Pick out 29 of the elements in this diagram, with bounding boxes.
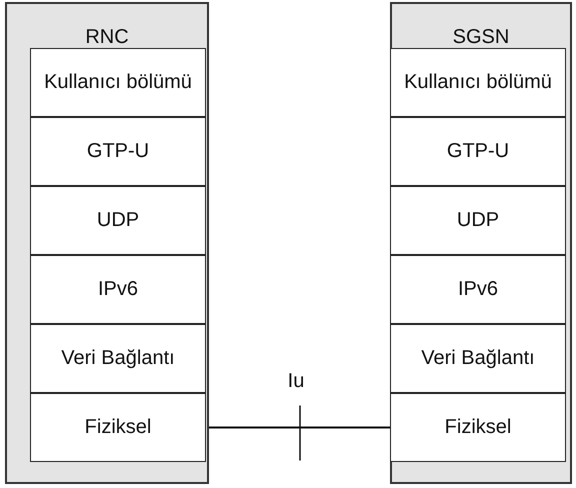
protocol-layer-box — [30, 393, 206, 462]
layer-label: Kullanıcı bölümü — [403, 72, 553, 93]
edge-label: Iu — [288, 370, 304, 392]
node-title: SGSN — [452, 26, 510, 49]
protocol-layer-box — [30, 186, 206, 255]
layer-label: Fiziksel — [84, 417, 152, 438]
layer-label: IPv6 — [456, 279, 500, 300]
layer-label: IPv6 — [96, 279, 140, 300]
protocol-layer-box — [390, 393, 566, 462]
layer-label: GTP-U — [86, 141, 150, 162]
protocol-layer-box — [390, 48, 566, 117]
layer-label: UDP — [456, 210, 500, 231]
layer-label: GTP-U — [446, 141, 510, 162]
layer-label: Veri Bağlantı — [60, 348, 176, 369]
protocol-layer-box — [30, 255, 206, 324]
layer-label: Veri Bağlantı — [420, 348, 536, 369]
layer-label: UDP — [96, 210, 140, 231]
layer-label: Fiziksel — [444, 417, 512, 438]
network-element-box — [390, 2, 572, 484]
protocol-layer-box — [390, 186, 566, 255]
protocol-layer-box — [30, 324, 206, 393]
layer-label: Kullanıcı bölümü — [43, 72, 193, 93]
protocol-layer-box — [390, 117, 566, 186]
protocol-layer-box — [390, 324, 566, 393]
node-title: RNC — [84, 26, 130, 49]
protocol-layer-box — [30, 117, 206, 186]
protocol-layer-box — [30, 48, 206, 117]
protocol-layer-box — [390, 255, 566, 324]
network-element-box — [5, 2, 209, 484]
